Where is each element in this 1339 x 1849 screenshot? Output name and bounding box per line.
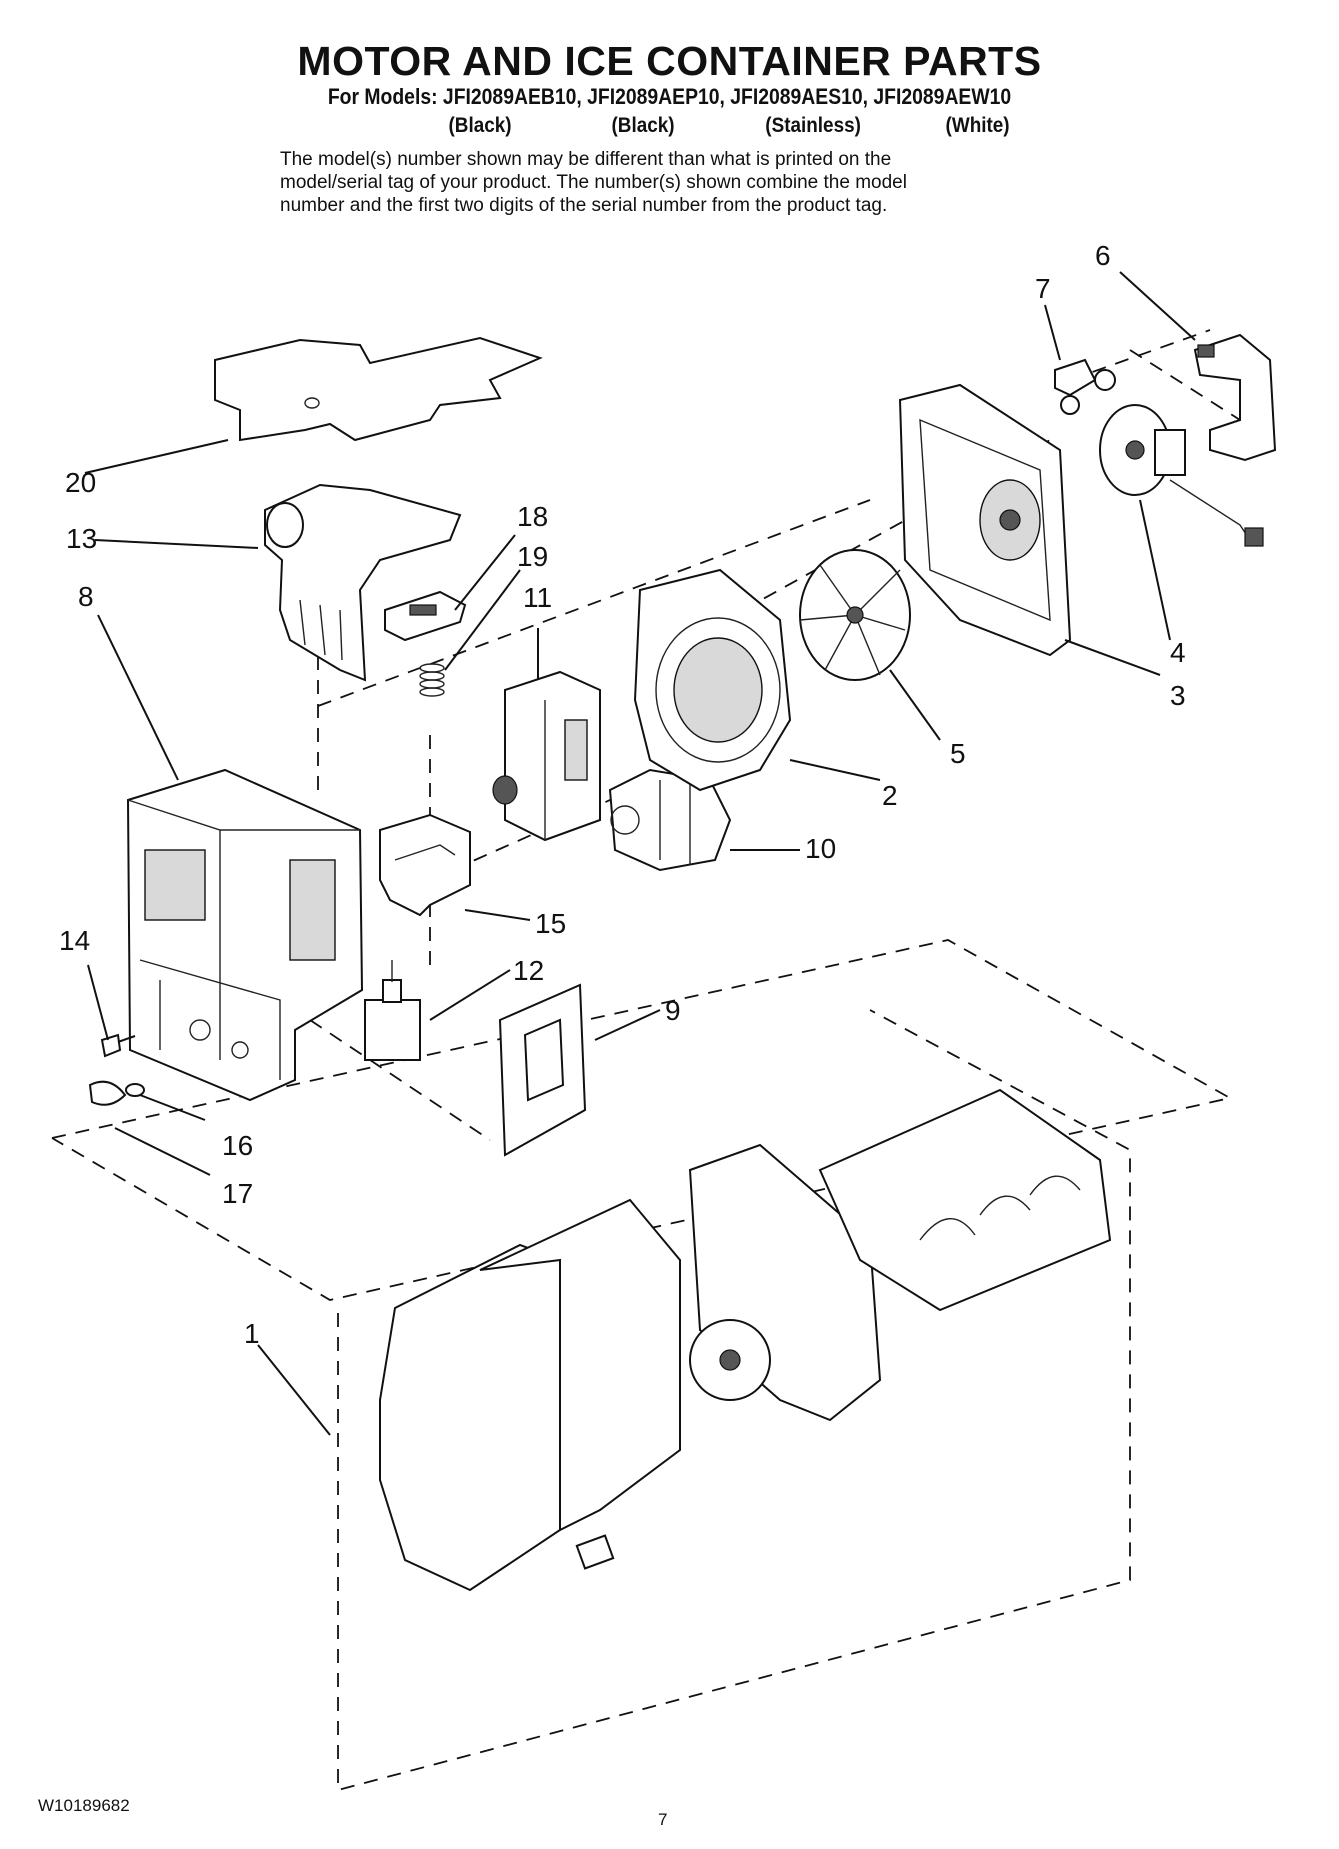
part-13-duct — [264, 483, 462, 682]
callout-20: 20 — [65, 467, 96, 498]
callout-16: 16 — [222, 1130, 253, 1161]
part-12-solenoid — [364, 960, 421, 1061]
part-7-grommet — [1054, 358, 1116, 415]
color-label-4: (White) — [945, 114, 1010, 137]
models-line: For Models: JFI2089AEB10, JFI2089AEP10, … — [327, 84, 1012, 109]
part-19-spring — [419, 663, 445, 697]
part-9-bezel — [498, 983, 587, 1157]
callout-5: 5 — [950, 738, 966, 769]
callout-12: 12 — [513, 955, 544, 986]
part-10-motor — [608, 768, 732, 872]
callout-labels: 1 2 3 4 5 6 7 8 9 10 11 12 13 14 15 16 1… — [59, 240, 1186, 1349]
color-label-1: (Black) — [448, 114, 512, 137]
document-number: W10189682 — [38, 1796, 130, 1815]
page-number: 7 — [658, 1810, 668, 1829]
part-20-insulation — [214, 336, 543, 442]
callout-11: 11 — [523, 582, 552, 613]
note-line-3: number and the first two digits of the s… — [280, 195, 888, 216]
part-5-fan-blade — [799, 549, 911, 681]
part-11-switch-box — [492, 670, 601, 842]
part-8-housing — [126, 768, 364, 1102]
callout-17: 17 — [222, 1178, 253, 1209]
part-18-bracket — [384, 590, 467, 642]
callout-7: 7 — [1035, 273, 1051, 304]
callout-13: 13 — [66, 523, 97, 554]
callout-14: 14 — [59, 925, 90, 956]
part-15-plate — [379, 813, 471, 917]
note-line-1: The model(s) number shown may be differe… — [280, 149, 892, 170]
part-4-fan-motor — [1099, 404, 1264, 547]
callout-4: 4 — [1170, 637, 1186, 668]
part-17-clip — [88, 1080, 127, 1106]
part-1-ice-container — [379, 1088, 1112, 1592]
color-label-2: (Black) — [611, 114, 675, 137]
part-6-motor-bracket — [1193, 333, 1277, 462]
callout-10: 10 — [805, 833, 836, 864]
color-label-3: (Stainless) — [765, 114, 861, 137]
page-title: MOTOR AND ICE CONTAINER PARTS — [297, 38, 1042, 84]
part-2-fan-shroud — [633, 568, 792, 792]
callout-2: 2 — [882, 780, 898, 811]
callout-1: 1 — [244, 1318, 260, 1349]
callout-6: 6 — [1095, 240, 1111, 271]
leader-lines — [84, 271, 1196, 1436]
callout-15: 15 — [535, 908, 566, 939]
callout-8: 8 — [78, 581, 94, 612]
callout-18: 18 — [517, 501, 548, 532]
callout-3: 3 — [1170, 680, 1186, 711]
model-note: The model(s) number shown may be differe… — [280, 148, 1100, 217]
part-14-screw — [100, 1033, 136, 1058]
callout-19: 19 — [517, 541, 548, 572]
note-line-2: model/serial tag of your product. The nu… — [280, 172, 907, 193]
callout-9: 9 — [665, 995, 681, 1026]
part-16-washer — [125, 1083, 145, 1097]
part-3-fan-housing — [898, 383, 1072, 657]
